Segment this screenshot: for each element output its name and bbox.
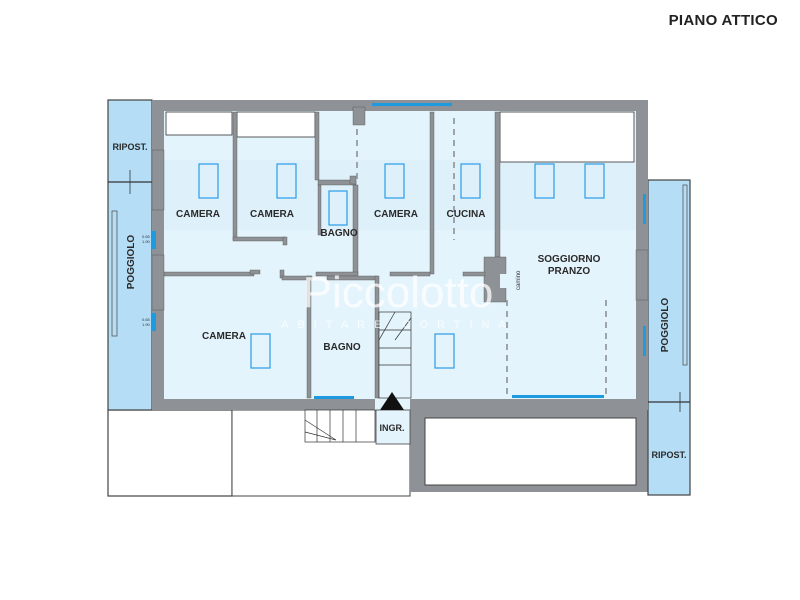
skylights (198, 163, 605, 369)
room-label-ingresso: INGR. (379, 423, 404, 433)
lower-left-area (107, 409, 233, 497)
room-label-ripostiglio: RIPOST. (651, 450, 686, 460)
room-label-camera: CAMERA (250, 209, 294, 220)
staircase (304, 311, 412, 443)
floor-title: PIANO ATTICO (668, 12, 778, 29)
room-label-ripostiglio: RIPOST. (112, 142, 147, 152)
room-label-bagno: BAGNO (320, 228, 357, 239)
dimension-label: 1.90 (142, 239, 151, 244)
entrance-arrow-icon (380, 392, 404, 410)
camino-label: camino (516, 270, 522, 290)
entrance (375, 409, 411, 445)
room-label-soggiorno: SOGGIORNO (538, 254, 601, 265)
room-label-cucina: CUCINA (447, 209, 486, 220)
dimension-label: 1.90 (142, 322, 151, 327)
watermark-tagline: ABITARE CORTINA (281, 319, 515, 331)
dimension-label: 0.65 (142, 317, 151, 322)
room-label-camera: CAMERA (176, 209, 220, 220)
room-label-pranzo: PRANZO (548, 266, 590, 277)
watermark-logo: Piccolotto (303, 268, 494, 317)
dimension-label: 0.65 (142, 234, 151, 239)
room-label-poggiolo: POGGIOLO (660, 298, 671, 353)
room-label-camera: CAMERA (374, 209, 418, 220)
lower-right-area (424, 417, 637, 486)
room-label-camera: CAMERA (202, 331, 246, 342)
room-label-poggiolo: POGGIOLO (126, 235, 137, 290)
room-label-bagno: BAGNO (323, 342, 360, 353)
